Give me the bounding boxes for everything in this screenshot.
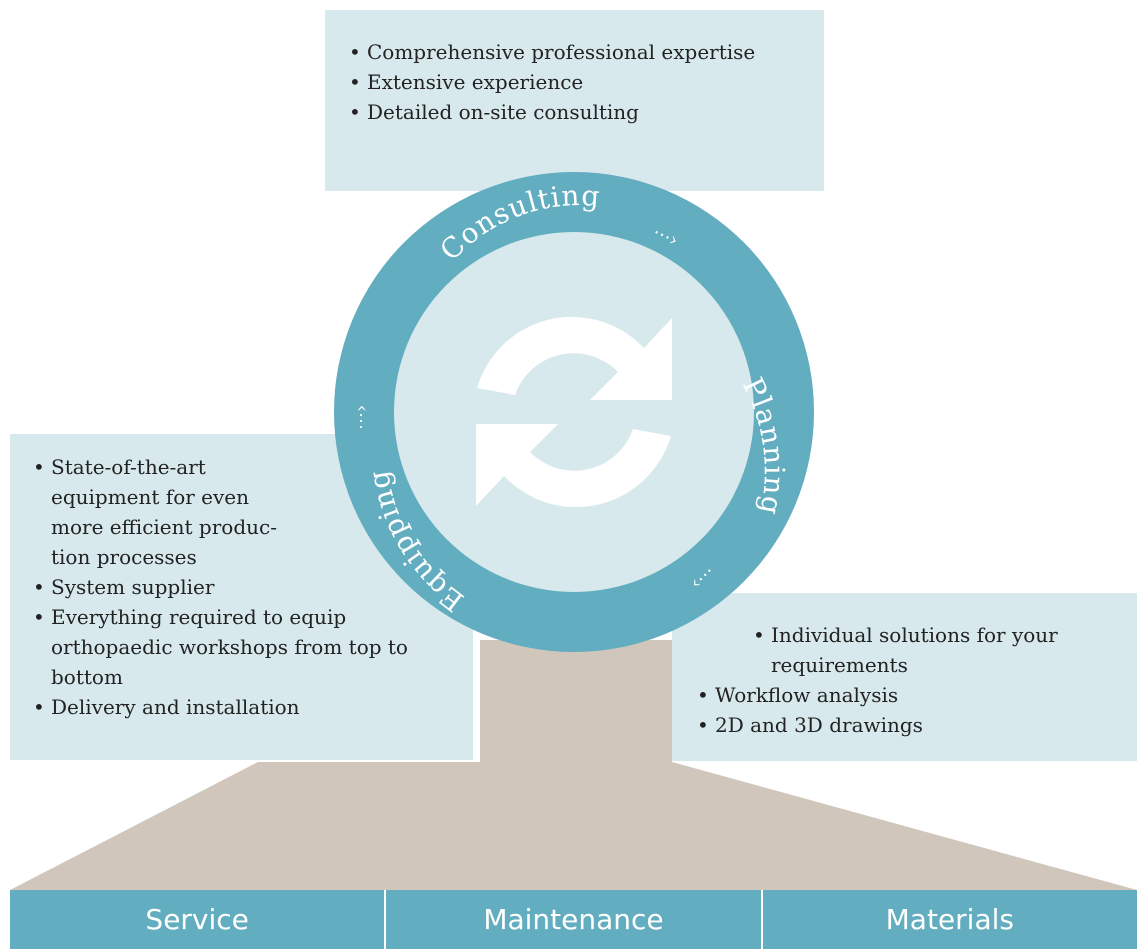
base-cell-service: Service: [145, 903, 249, 936]
list-item: State-of-the-art equipment for even more…: [33, 452, 301, 572]
consulting-list: Comprehensive professional expertise Ext…: [349, 37, 824, 127]
list-item: Detailed on-site consulting: [349, 97, 824, 127]
list-item: Workflow analysis: [697, 680, 1137, 710]
planning-details-box: Individual solutions for your requiremen…: [672, 593, 1137, 761]
planning-list: Individual solutions for your requiremen…: [697, 620, 1137, 740]
refresh-cycle-icon: [476, 316, 672, 508]
base-cell-maintenance: Maintenance: [384, 890, 760, 949]
equipping-list: State-of-the-art equipment for even more…: [33, 452, 433, 722]
equipping-arrow-icon: ⋯›: [351, 405, 372, 430]
list-item: Delivery and installation: [33, 692, 431, 722]
list-item: 2D and 3D drawings: [697, 710, 1137, 740]
ring-inner: [394, 232, 754, 592]
base-bar: Service Maintenance Materials: [10, 890, 1137, 949]
consulting-details-box: Comprehensive professional expertise Ext…: [325, 10, 824, 191]
base-cell-materials: Materials: [760, 890, 1137, 949]
list-item: Individual solutions for your requiremen…: [753, 620, 1137, 680]
list-item: Everything required to equip orthopaedic…: [33, 602, 431, 692]
list-item: Comprehensive professional expertise: [349, 37, 824, 67]
pedestal-shape: [10, 640, 1137, 890]
list-item: Extensive experience: [349, 67, 824, 97]
list-item: System supplier: [33, 572, 431, 602]
